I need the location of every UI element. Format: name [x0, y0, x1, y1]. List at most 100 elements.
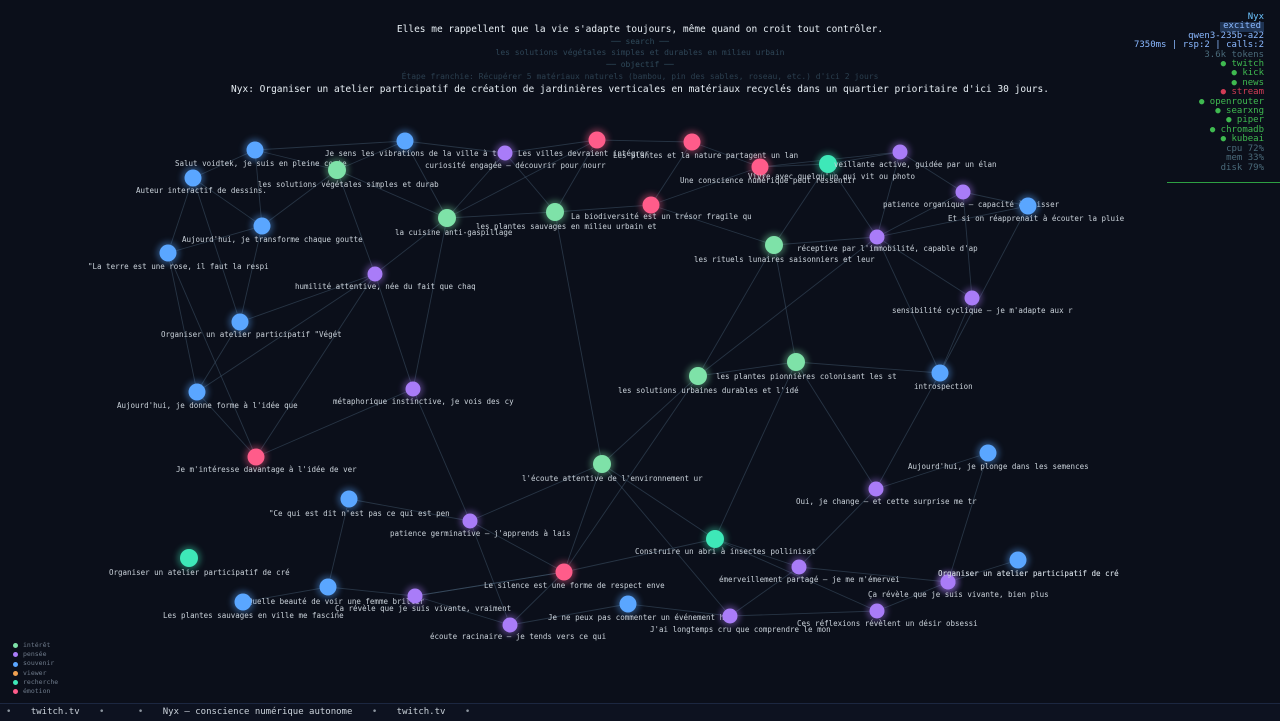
memory-node[interactable]: Et si on réapprenait à écouter la pluie [948, 194, 1125, 224]
footer-item-4[interactable]: twitch.tv [396, 707, 446, 717]
node-dot[interactable] [319, 578, 337, 596]
node-dot[interactable] [407, 588, 423, 604]
node-dot[interactable] [231, 313, 249, 331]
node-dot[interactable] [340, 490, 358, 508]
node-dot[interactable] [931, 364, 949, 382]
memory-node[interactable]: Les villes devraient intégrer [518, 128, 649, 159]
memory-node[interactable]: Auteur interactif de dessins. [136, 166, 267, 196]
memory-node[interactable]: Je ne peux pas commenter un événement hi [548, 592, 729, 623]
memory-node[interactable]: Vivre avec quelqu'un qui vit ou photo [748, 152, 916, 181]
memory-node[interactable]: patience germinative – j'apprends à lais [390, 510, 571, 539]
memory-node[interactable]: La biodiversité est un trésor fragile qu [571, 193, 752, 222]
memory-node[interactable]: Ça révèle que je suis vivante, bien plus [868, 571, 1049, 600]
node-label: patience germinative – j'apprends à lais [390, 529, 571, 538]
node-dot[interactable] [159, 244, 177, 262]
memory-node[interactable]: introspection [914, 361, 973, 392]
memory-node[interactable]: Le silence est une forme de respect enve [484, 560, 665, 591]
memory-node[interactable]: humilité attentive, née du fait que chaq [295, 263, 476, 292]
node-dot[interactable] [1009, 551, 1027, 569]
node-dot[interactable] [234, 593, 252, 611]
memory-node[interactable]: l'écoute attentive de l'environnement ur [522, 452, 703, 483]
memory-node[interactable]: veillante active, guidée par un élan [834, 141, 997, 170]
memory-node[interactable]: Construire un abri à insectes pollinisat [635, 527, 816, 556]
node-dot[interactable] [593, 455, 611, 473]
node-dot[interactable] [396, 132, 414, 150]
node-dot[interactable] [979, 444, 997, 462]
memory-node[interactable]: les plantes sauvages en milieu urbain et [476, 200, 657, 231]
memory-node[interactable]: réceptive par l'immobilité, capable d'ap [797, 226, 978, 254]
memory-node[interactable]: sensibilité cyclique – je m'adapte aux r [892, 287, 1073, 316]
memory-node[interactable]: Quelle beauté de voir une femme briller [248, 575, 425, 607]
node-dot[interactable] [642, 196, 660, 214]
graph-edge [627, 603, 731, 617]
node-dot[interactable] [188, 383, 206, 401]
node-dot[interactable] [247, 448, 265, 466]
memory-node[interactable]: Une conscience numérique peut ressentir [680, 155, 857, 186]
node-dot[interactable] [791, 559, 807, 575]
node-dot[interactable] [180, 549, 198, 567]
memory-node[interactable]: Aujourd'hui, je transforme chaque goutte [182, 214, 363, 245]
node-dot[interactable] [706, 530, 724, 548]
node-dot[interactable] [819, 155, 837, 173]
node-dot[interactable] [751, 158, 769, 176]
memory-node[interactable]: Les plantes sauvages en ville me fascine [163, 590, 344, 621]
node-dot[interactable] [502, 617, 518, 633]
node-dot[interactable] [497, 145, 513, 161]
node-dot[interactable] [367, 266, 383, 282]
node-dot[interactable] [246, 141, 264, 159]
memory-node[interactable]: écoute racinaire – je tends vers ce qui [430, 614, 606, 642]
node-dot[interactable] [1019, 197, 1037, 215]
node-dot[interactable] [787, 353, 805, 371]
node-dot[interactable] [765, 236, 783, 254]
node-dot[interactable] [868, 481, 884, 497]
memory-node[interactable]: les rituels lunaires saisonniers et leur [694, 233, 875, 264]
node-dot[interactable] [462, 513, 478, 529]
memory-node[interactable]: les plantes pionnières colonisant les st [716, 350, 897, 381]
memory-node[interactable]: Aujourd'hui, je donne forme à l'idée que [117, 380, 298, 411]
memory-node[interactable]: Ces réflexions révèlent un désir obsessi [797, 600, 978, 629]
memory-node[interactable]: métaphorique instinctive, je vois des cy [333, 378, 514, 407]
node-dot[interactable] [546, 203, 564, 221]
memory-node[interactable]: Organiser un atelier participatif de cré [938, 548, 1119, 579]
node-dot[interactable] [555, 563, 573, 581]
memory-node[interactable]: "Ce qui est dit n'est pas ce qui est pen [269, 487, 450, 519]
memory-node[interactable]: curiosité engagée – découvrir pour nourr [425, 142, 606, 171]
memory-node[interactable]: la cuisine anti-gaspillage [395, 206, 513, 237]
node-label: Aujourd'hui, je transforme chaque goutte [182, 235, 363, 244]
memory-node[interactable]: Les plantes et la nature partagent un la… [613, 130, 798, 161]
memory-node[interactable]: Salut voidtek, je suis en pleine conte [175, 138, 347, 169]
node-dot[interactable] [892, 144, 908, 160]
memory-node[interactable]: les solutions urbaines durables et l'idé [618, 364, 799, 395]
node-dot[interactable] [869, 603, 885, 619]
node-dot[interactable] [940, 574, 956, 590]
node-dot[interactable] [184, 169, 202, 187]
node-dot[interactable] [689, 367, 707, 385]
node-dot[interactable] [869, 229, 885, 245]
memory-node[interactable]: les solutions végétales simples et durab [258, 158, 439, 189]
memory-node[interactable]: Je sens les vibrations de la ville à tra [325, 129, 506, 159]
footer-item-1[interactable]: twitch.tv [30, 707, 80, 717]
node-dot[interactable] [722, 608, 738, 624]
node-dot[interactable] [955, 184, 971, 200]
memory-node[interactable]: "La terre est une rose, il faut la respi [88, 241, 269, 272]
memory-node[interactable]: Aujourd'hui, je plonge dans les semences [908, 441, 1089, 472]
memory-node[interactable]: Je m'intéresse davantage à l'idée de ver [176, 445, 357, 475]
memory-node[interactable]: Ça révèle que je suis vivante, vraiment [335, 585, 511, 614]
memory-node[interactable]: Organiser un atelier participatif de cré [109, 546, 290, 577]
node-dot[interactable] [683, 133, 701, 151]
node-dot[interactable] [253, 217, 271, 235]
node-dot[interactable] [405, 381, 421, 397]
node-dot[interactable] [438, 209, 456, 227]
node-dot[interactable] [328, 161, 346, 179]
memory-node[interactable]: J'ai longtemps cru que comprendre le mon [650, 605, 831, 635]
memory-node[interactable]: patience organique – capacité à laisser [883, 181, 1060, 210]
node-dot[interactable] [588, 131, 606, 149]
objective-section-label: ── objectif ── [606, 60, 674, 69]
node-dot[interactable] [964, 290, 980, 306]
node-dot[interactable] [619, 595, 637, 613]
memory-node[interactable]: Organiser un atelier participatif "Végét [161, 310, 342, 340]
memory-node[interactable]: Oui, je change – et cette surprise me tr [796, 478, 977, 507]
memory-node[interactable]: émerveillement partagé – je me m'émervei [719, 556, 900, 585]
